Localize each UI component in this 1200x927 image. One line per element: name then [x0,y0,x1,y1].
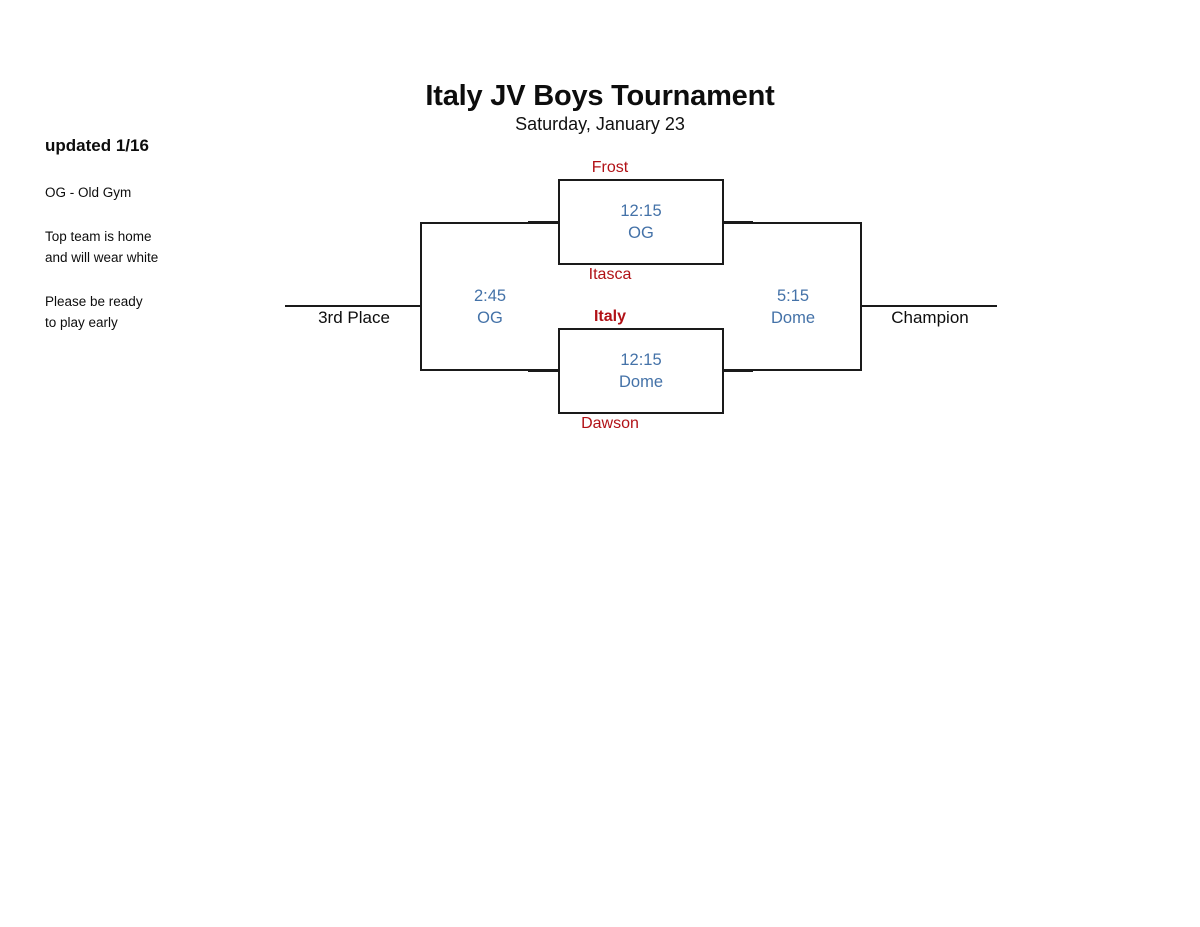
home-rule-line-2: and will wear white [45,250,159,265]
semifinal-bottom-venue: Dome [618,373,663,391]
home-rule-note: Top team is home and will wear white [45,226,260,269]
third-place-info: 2:45 OG [400,285,580,329]
ready-note: Please be ready to play early [45,291,260,334]
championship-venue: Dome [770,309,815,327]
semifinal-top-top-team: Frost [591,159,629,176]
semifinal-top-time: 12:15 [620,202,662,220]
gym-key-line: OG - Old Gym [45,185,132,200]
home-rule-line-1: Top team is home [45,228,152,244]
champion-label: Champion [891,308,969,327]
notes-panel: updated 1/16 OG - Old Gym Top team is ho… [45,136,260,334]
third-place-label: 3rd Place [318,308,390,327]
page-title: Italy JV Boys Tournament [425,80,775,112]
semifinal-bottom-time: 12:15 [620,351,662,369]
page-subtitle: Saturday, January 23 [515,114,685,134]
ready-line-1: Please be ready [45,293,143,309]
semifinal-bottom-box: 12:15 Dome [558,328,724,414]
championship-time: 5:15 [776,287,810,305]
semifinal-bottom-bottom-team: Dawson [581,415,639,432]
semifinal-top-box: 12:15 OG [558,179,724,265]
updated-note: updated 1/16 [45,136,149,155]
right-bracket-path [723,221,863,372]
left-bracket-path [419,221,559,372]
third-place-time: 2:45 [473,287,507,305]
championship-info: 5:15 Dome [703,285,883,329]
semifinal-top-bottom-team: Itasca [588,266,632,283]
third-place-venue: OG [477,309,503,327]
semifinal-top-venue: OG [628,224,654,242]
semifinal-bottom-top-team: Italy [593,308,626,325]
ready-line-2: to play early [45,315,118,330]
gym-key-note: OG - Old Gym [45,182,260,204]
